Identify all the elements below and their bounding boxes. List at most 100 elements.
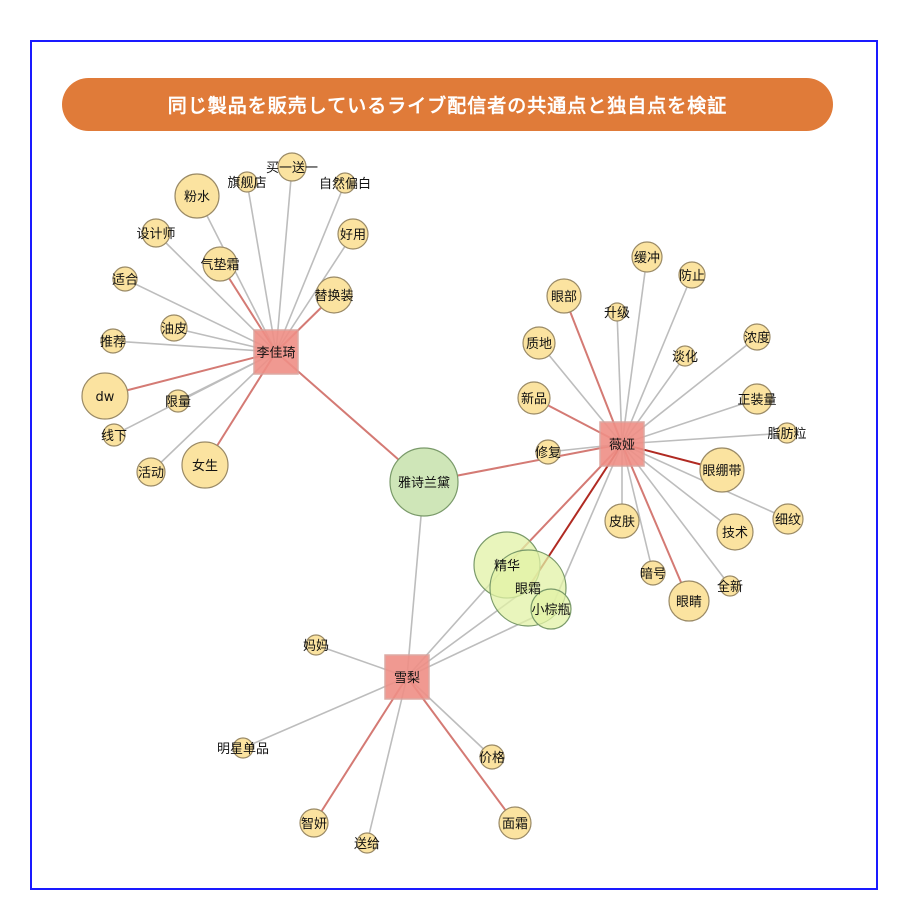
node-keyword[interactable] [546,278,582,314]
node-keyword[interactable] [640,560,666,586]
node-keyword[interactable] [102,423,126,447]
node-keyword[interactable] [337,218,369,250]
node-circle [202,246,238,282]
node-keyword[interactable] [202,246,238,282]
node-label: 全新 [717,579,743,595]
node-streamer[interactable] [384,654,430,700]
node-circle [530,588,572,630]
node-label: 粉水 [184,190,210,205]
node-label: 价格 [479,750,505,766]
node-keyword[interactable] [604,503,640,539]
node-keyword[interactable] [232,737,254,759]
node-label: 面霜 [502,817,528,832]
node-label: 设计师 [136,227,175,242]
edge-li-l1 [196,195,277,353]
node-label: 女生 [192,458,218,474]
node-keyword[interactable] [160,314,188,342]
node-circle [356,832,378,854]
edge-li-l12 [104,351,277,397]
node-keyword[interactable] [498,806,532,840]
node-keyword[interactable] [699,447,745,493]
node-circle [640,560,666,586]
node-label: 适合 [112,273,138,288]
node-label: 脂肪粒 [767,426,806,442]
node-keyword[interactable] [305,634,327,656]
node-streamer[interactable] [599,421,645,467]
node-label: 正装量 [737,393,776,408]
node-label: 浓度 [744,330,770,346]
node-keyword[interactable] [174,173,220,219]
node-circle [100,328,126,354]
node-keyword[interactable] [181,441,229,489]
node-keyword[interactable] [277,152,307,182]
node-keyword[interactable] [719,575,741,597]
node-keyword[interactable] [678,261,706,289]
edge-li-l9 [124,278,277,353]
edge-xl-x2 [242,676,408,749]
node-keyword[interactable] [631,241,663,273]
node-keyword[interactable] [607,302,627,322]
node-circle [699,447,745,493]
node-keyword[interactable] [517,381,551,415]
node-brand[interactable] [389,447,459,517]
node-keyword[interactable] [522,326,556,360]
node-label: 李佳琦 [256,346,295,361]
node-label: 眼睛 [676,595,702,610]
node-label: 油皮 [161,322,187,337]
node-keyword[interactable] [81,372,129,420]
node-keyword[interactable] [334,172,356,194]
node-label: 眼绷带 [702,464,741,479]
node-keyword[interactable] [166,389,190,413]
edge-wy-w10 [621,432,788,445]
streamer-square [384,654,430,700]
node-keyword[interactable] [141,218,171,248]
edge-wy-w18 [621,443,690,602]
node-keyword[interactable] [236,171,258,193]
node-label: 眼霜 [515,582,541,597]
node-circle [305,634,327,656]
node-label: 推荐 [100,335,126,350]
node-keyword[interactable] [315,276,353,314]
node-label: 细纹 [775,513,801,528]
node-circle [334,172,356,194]
node-circle [607,302,627,322]
edge-xl-x5 [366,676,408,844]
edge-wy-w2 [621,274,693,445]
node-circle [678,261,706,289]
node-keyword[interactable] [716,513,754,551]
node-label: 明星单品 [217,742,269,757]
node-keyword[interactable] [743,323,771,351]
node-keyword[interactable] [356,832,378,854]
node-label: 自然偏白 [319,176,371,192]
node-keyword[interactable] [112,266,138,292]
node-keyword[interactable] [741,383,773,415]
node-keyword[interactable] [479,744,505,770]
streamer-square [599,421,645,467]
node-circle [181,441,229,489]
edge-li-l4 [275,182,346,353]
node-keyword[interactable] [100,328,126,354]
node-keyword[interactable] [136,457,166,487]
node-circle [535,439,561,465]
node-keyword[interactable] [535,439,561,465]
node-keyword[interactable] [299,808,329,838]
node-keyword[interactable] [674,345,696,367]
node-circle [136,457,166,487]
node-circle [546,278,582,314]
node-label: 升级 [604,306,630,321]
node-circle [102,423,126,447]
node-keyword[interactable] [772,503,804,535]
node-label: 新品 [521,391,547,407]
node-circle [141,218,171,248]
node-circle [232,737,254,759]
node-label: 妈妈 [303,639,329,654]
node-circle [174,173,220,219]
node-streamer[interactable] [253,329,299,375]
node-keyword[interactable] [668,580,710,622]
node-product[interactable] [530,588,572,630]
node-circle [522,326,556,360]
node-keyword[interactable] [776,422,798,444]
node-circle [498,806,532,840]
node-circle [337,218,369,250]
